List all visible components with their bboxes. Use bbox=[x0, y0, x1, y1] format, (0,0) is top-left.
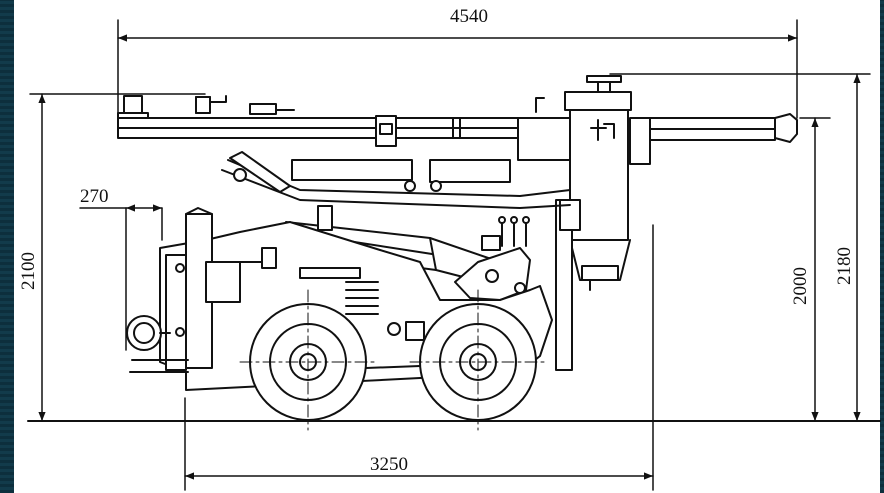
boom-linkage bbox=[221, 151, 571, 209]
dimension-boom-height: 2000 bbox=[790, 117, 831, 422]
dimension-label-2100: 2100 bbox=[18, 252, 39, 290]
dimension-overall-length: 4540 bbox=[117, 6, 798, 119]
dimension-wheelbase: 3250 bbox=[184, 224, 654, 491]
front-bumper-guard bbox=[129, 254, 189, 373]
feed-beam bbox=[117, 95, 579, 161]
wheel-axle-beam bbox=[365, 365, 421, 369]
rear-wheel bbox=[409, 289, 547, 431]
front-wheel bbox=[239, 289, 377, 431]
tow-hook bbox=[126, 315, 171, 351]
dimension-label-3250: 3250 bbox=[370, 454, 408, 475]
boom-pivot-bracket bbox=[454, 216, 531, 301]
rock-drill-head bbox=[564, 75, 798, 291]
rear-support-post bbox=[555, 199, 581, 371]
dimension-overall-height: 2100 bbox=[18, 93, 206, 422]
dimension-label-270: 270 bbox=[80, 186, 109, 207]
dimension-label-2180: 2180 bbox=[834, 247, 855, 285]
dimension-label-2000: 2000 bbox=[790, 267, 811, 305]
dimension-label-4540: 4540 bbox=[450, 6, 488, 27]
dimension-max-height: 2180 bbox=[609, 73, 871, 422]
dimension-hood-offset: 270 bbox=[79, 186, 163, 351]
